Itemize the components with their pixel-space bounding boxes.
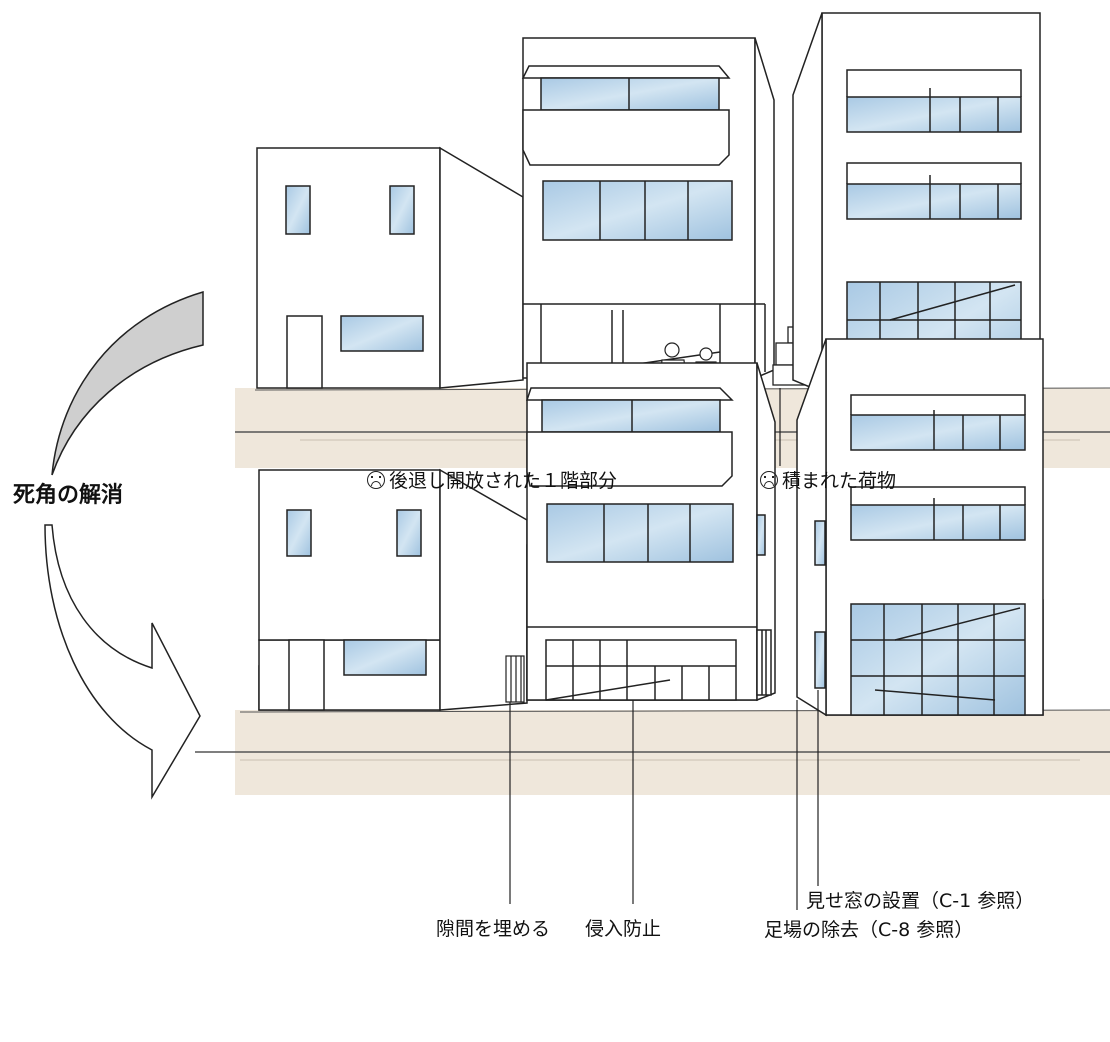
- top-center-building: [521, 37, 775, 380]
- bottom-right-building: [796, 338, 1044, 717]
- gap-fence: [505, 655, 525, 703]
- side-label-blind-spot: 死角の解消: [13, 483, 124, 508]
- bottom-scene: [195, 338, 1110, 910]
- curved-arrow-down-icon: [44, 524, 201, 800]
- bottom-center-building: [525, 362, 776, 702]
- label-setback-first-floor: 後退し開放された１階部分: [367, 471, 617, 491]
- top-scene: [235, 12, 1110, 468]
- label-remove-scaffold: 足場の除去（C-8 参照）: [764, 919, 974, 941]
- label-show-window: 見せ窓の設置（C-1 参照）: [806, 890, 1035, 912]
- top-left-house: [256, 146, 524, 389]
- label-intrusion-prevention: 侵入防止: [585, 918, 662, 940]
- label-stacked-cargo: 積まれた荷物: [760, 471, 896, 491]
- frown-face-icon: [367, 471, 385, 489]
- curved-arrow-gray-icon: [51, 290, 204, 476]
- label-fill-gap: 隙間を埋める: [436, 918, 551, 940]
- bottom-left-house: [258, 468, 528, 711]
- frown-face-icon: [760, 471, 778, 489]
- top-right-building: [792, 12, 1041, 394]
